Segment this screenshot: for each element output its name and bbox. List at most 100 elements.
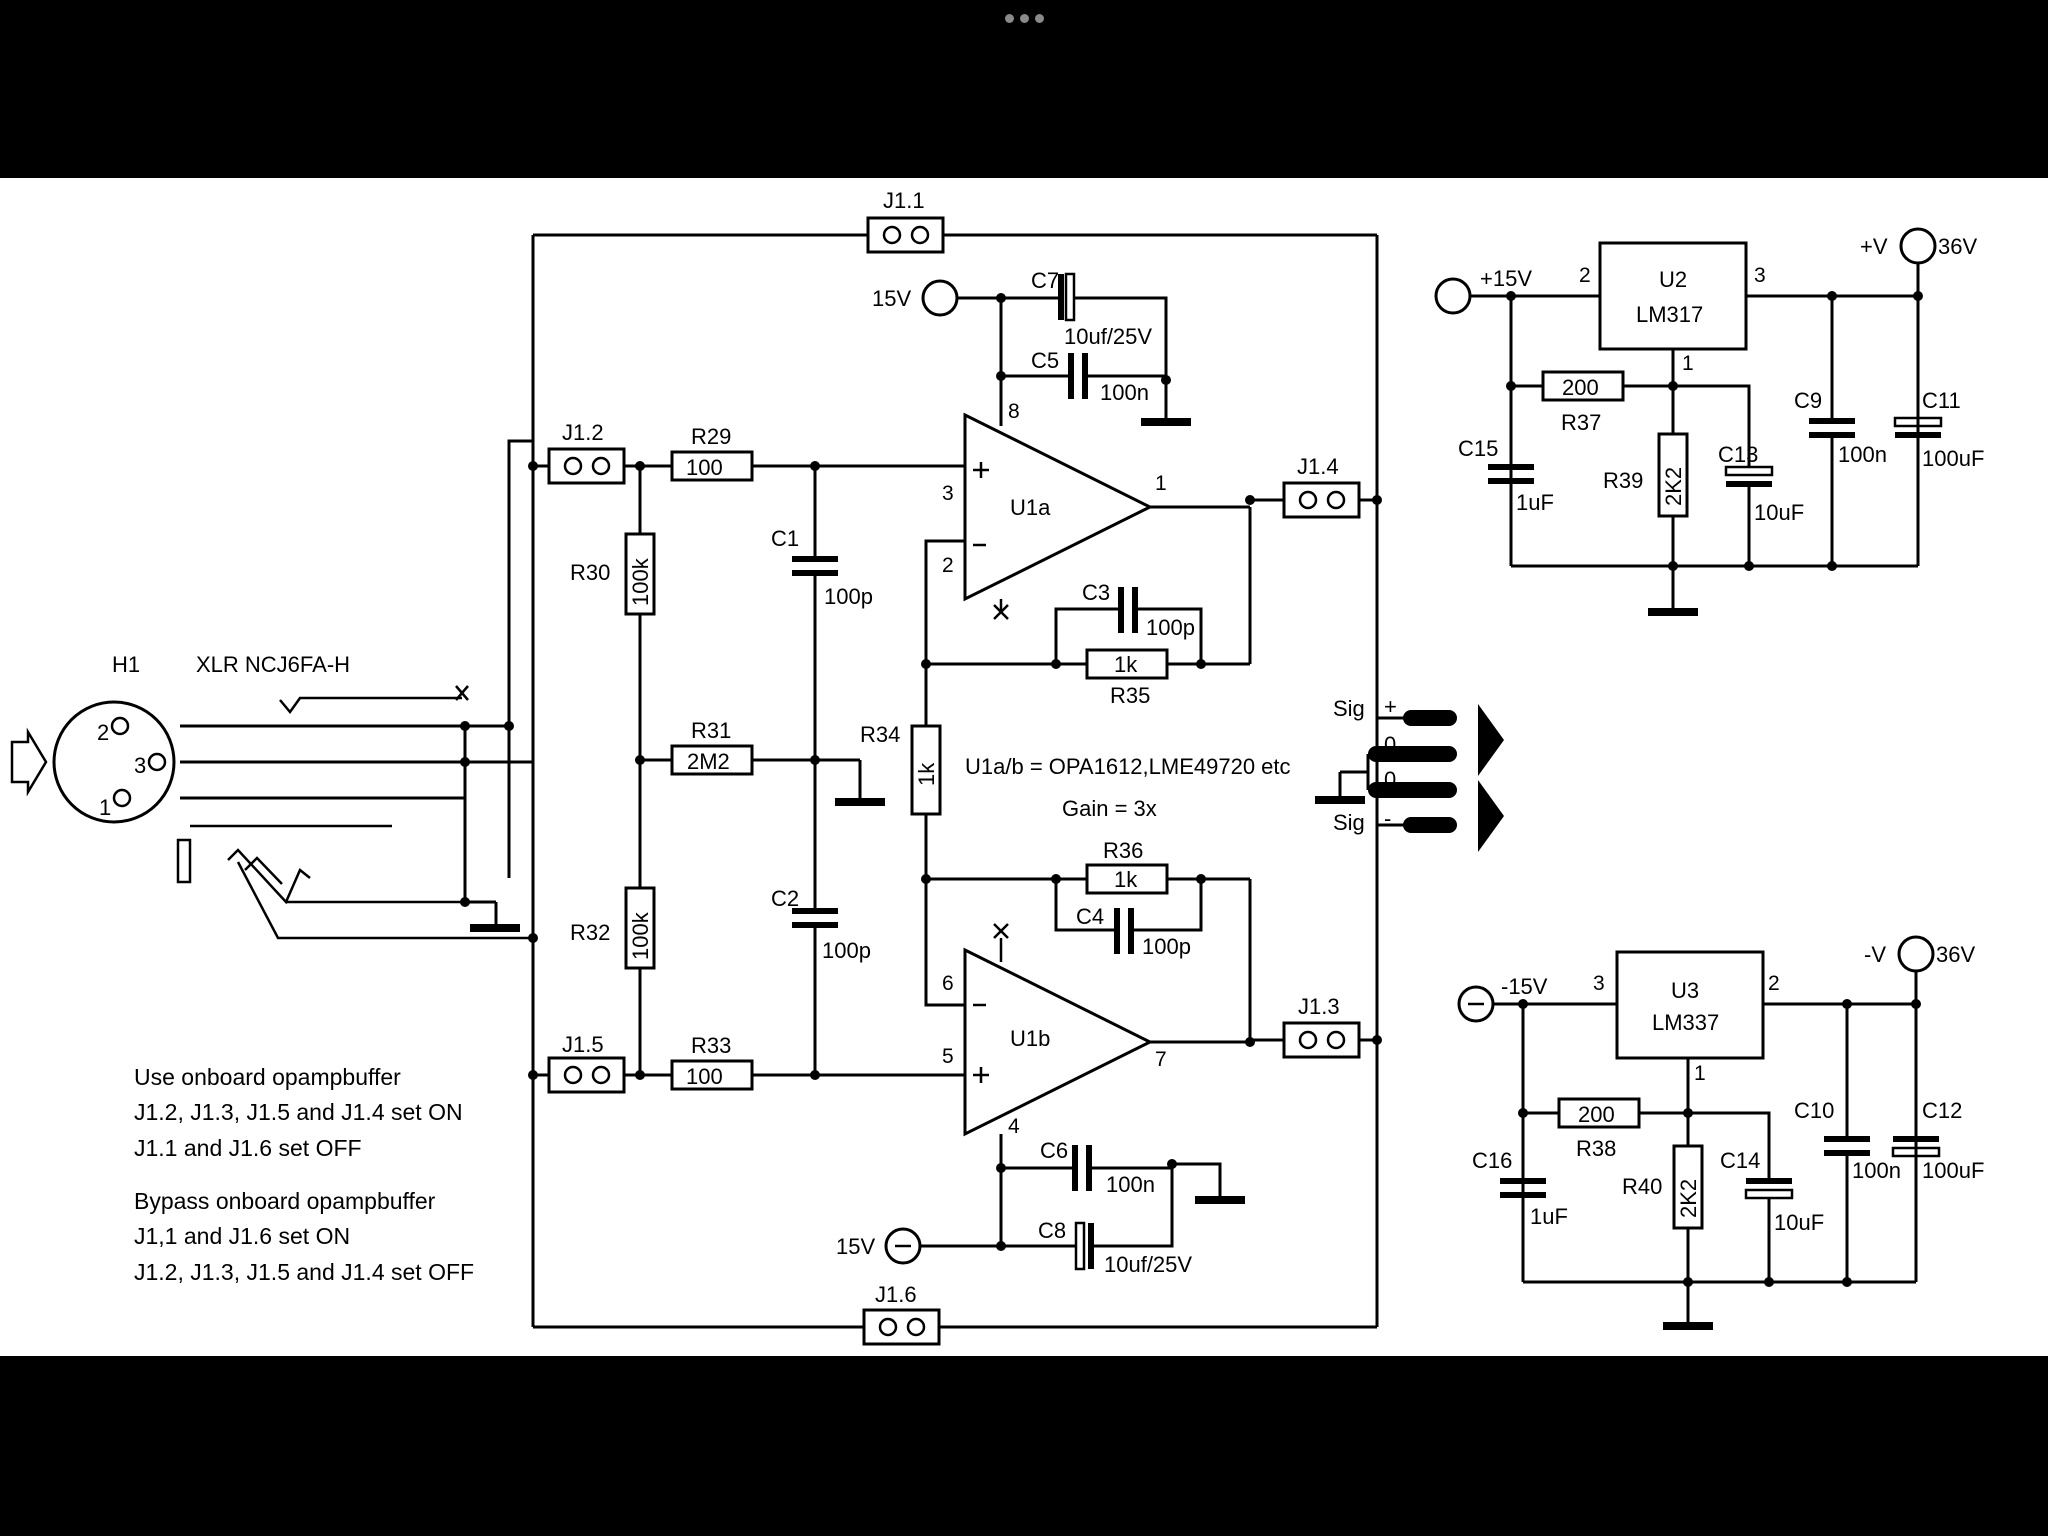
- capacitor-ref: C12: [1922, 1098, 1962, 1123]
- pin-number: 1: [1682, 352, 1694, 375]
- capacitor-value: 100uF: [1922, 446, 1984, 471]
- signal-label: Sig: [1333, 810, 1365, 835]
- instruction-line: Use onboard opampbuffer: [134, 1064, 401, 1090]
- resistor-ref: R36: [1103, 838, 1143, 863]
- resistor-value: 200: [1562, 375, 1599, 400]
- regulator-u2: U2 LM317 +15V 2 3 1 +V 36V 200 R37 R39 2…: [1434, 227, 1984, 616]
- pin-number: 1: [1694, 1062, 1706, 1085]
- resistor-value: 100: [686, 455, 723, 480]
- resistor-ref: R34: [860, 722, 900, 747]
- resistor-value: 2K2: [1661, 467, 1686, 506]
- capacitor-value: 10uF: [1774, 1210, 1824, 1235]
- schematic-sheet: J1.1 J1.6 H1 XLR NCJ6FA-H 2 3 1: [0, 178, 2048, 1356]
- capacitor-ref: C7: [1031, 268, 1059, 293]
- capacitor-value: 100n: [1838, 442, 1887, 467]
- connector-ref: H1: [112, 652, 140, 677]
- pin-label: 3: [134, 753, 146, 778]
- pin-number: 1: [1155, 472, 1167, 495]
- jumper-label: J1.4: [1297, 454, 1339, 479]
- resistor-value: 200: [1578, 1102, 1615, 1127]
- capacitor-value: 100p: [822, 938, 871, 963]
- ground-label: 0: [1384, 732, 1396, 757]
- resistor-value: 1k: [1114, 652, 1138, 677]
- supply-voltage: 36V: [1938, 234, 1977, 259]
- opamp-ref: U1a: [1010, 495, 1051, 520]
- dot: [1019, 13, 1029, 23]
- regulator-ref: U3: [1671, 978, 1699, 1003]
- pin-number: 6: [942, 972, 954, 995]
- resistor-value: 100: [686, 1064, 723, 1089]
- regulator-part: LM337: [1652, 1010, 1719, 1035]
- jumper-label: J1.5: [562, 1032, 604, 1057]
- more-options-button[interactable]: [996, 8, 1052, 28]
- feedback-labels: C3 100p 1k R35 R34 1k R36 1k C4 100p J1.…: [860, 454, 1340, 1019]
- capacitor-ref: C15: [1458, 436, 1498, 461]
- resistor-value: 1k: [914, 762, 939, 786]
- pin-number: 5: [942, 1045, 954, 1068]
- capacitor-ref: C14: [1720, 1148, 1760, 1173]
- instruction-line: J1,1 and J1.6 set ON: [134, 1223, 350, 1249]
- capacitor-value: 1uF: [1530, 1204, 1568, 1229]
- capacitor-value: 100n: [1106, 1172, 1155, 1197]
- signal-label: Sig: [1333, 696, 1365, 721]
- supply-label: -V: [1864, 942, 1886, 967]
- input-network: [533, 447, 965, 1094]
- resistor-ref: R39: [1603, 468, 1643, 493]
- instruction-line: J1.2, J1.3, J1.5 and J1.4 set OFF: [134, 1259, 474, 1285]
- jumper-j1-1: J1.1: [866, 188, 945, 254]
- connector-part: XLR NCJ6FA-H: [196, 652, 350, 677]
- opamp-u1a: U1a 3 2 1 8: [942, 400, 1167, 620]
- input-network-labels: J1.2 J1.5 R29 100 R30 100k R31 2M2 R32 1…: [562, 420, 873, 1089]
- resistor-ref: R32: [570, 920, 610, 945]
- pin-number: 4: [1008, 1115, 1020, 1138]
- gain-note: Gain = 3x: [1062, 796, 1157, 821]
- supply-label: -15V: [1501, 974, 1548, 999]
- resistor-value: 100k: [628, 557, 653, 606]
- instruction-line: J1.1 and J1.6 set OFF: [134, 1135, 362, 1161]
- dot: [1034, 13, 1044, 23]
- u1a-decoupling: 15V C7 10uf/25V C5 100n: [872, 268, 1191, 426]
- resistor-ref: R33: [691, 1033, 731, 1058]
- capacitor-ref: C13: [1718, 442, 1758, 467]
- resistor-ref: R35: [1110, 683, 1150, 708]
- minus-sign: -: [1384, 806, 1391, 831]
- instruction-line: J1.2, J1.3, J1.5 and J1.4 set ON: [134, 1099, 463, 1125]
- resistor-value: 2K2: [1676, 1179, 1701, 1218]
- opamp-ref: U1b: [1010, 1026, 1050, 1051]
- u1b-decoupling: 15V C6 100n C8 10uf/25V: [836, 1134, 1245, 1277]
- supply-label: 15V: [872, 286, 911, 311]
- output-arrow-icon: [1478, 704, 1504, 776]
- capacitor-ref: C3: [1082, 580, 1110, 605]
- pin-number: 2: [1579, 264, 1591, 287]
- plus-sign: +: [1384, 694, 1397, 719]
- pin-number: 2: [1768, 972, 1780, 995]
- capacitor-ref: C2: [771, 886, 799, 911]
- supply-label: +15V: [1480, 266, 1532, 291]
- capacitor-value: 100n: [1852, 1158, 1901, 1183]
- capacitor-value: 100p: [1146, 615, 1195, 640]
- jumper-label: J1.1: [883, 188, 925, 213]
- ground-label: 0: [1384, 767, 1396, 792]
- feedback-network: [910, 481, 1382, 1059]
- jumper-j1-6: J1.6: [862, 1282, 941, 1346]
- jumper-label: J1.6: [875, 1282, 917, 1307]
- supply-label: 15V: [836, 1234, 875, 1259]
- capacitor-ref: C4: [1076, 904, 1104, 929]
- pin-number: 3: [1754, 264, 1766, 287]
- supply-voltage: 36V: [1936, 942, 1975, 967]
- capacitor-value: 100p: [824, 584, 873, 609]
- capacitor-value: 10uf/25V: [1104, 1252, 1192, 1277]
- part-note: U1a/b = OPA1612,LME49720 etc: [965, 754, 1291, 779]
- pin-number: 3: [1593, 972, 1605, 995]
- regulator-u3: U3 LM337 -15V 3 2 1 -V 36V 200 R38 R40 2…: [1457, 935, 1984, 1330]
- capacitor-value: 1uF: [1516, 490, 1554, 515]
- xlr-connector-h1: H1 XLR NCJ6FA-H 2 3 1: [10, 652, 533, 940]
- resistor-value: 1k: [1114, 867, 1138, 892]
- bypass-frame: [531, 233, 1379, 1329]
- capacitor-ref: C10: [1794, 1098, 1834, 1123]
- resistor-value: 2M2: [687, 749, 730, 774]
- regulator-part: LM317: [1636, 302, 1703, 327]
- capacitor-ref: C1: [771, 526, 799, 551]
- pin-number: 2: [942, 554, 954, 577]
- resistor-ref: R31: [691, 718, 731, 743]
